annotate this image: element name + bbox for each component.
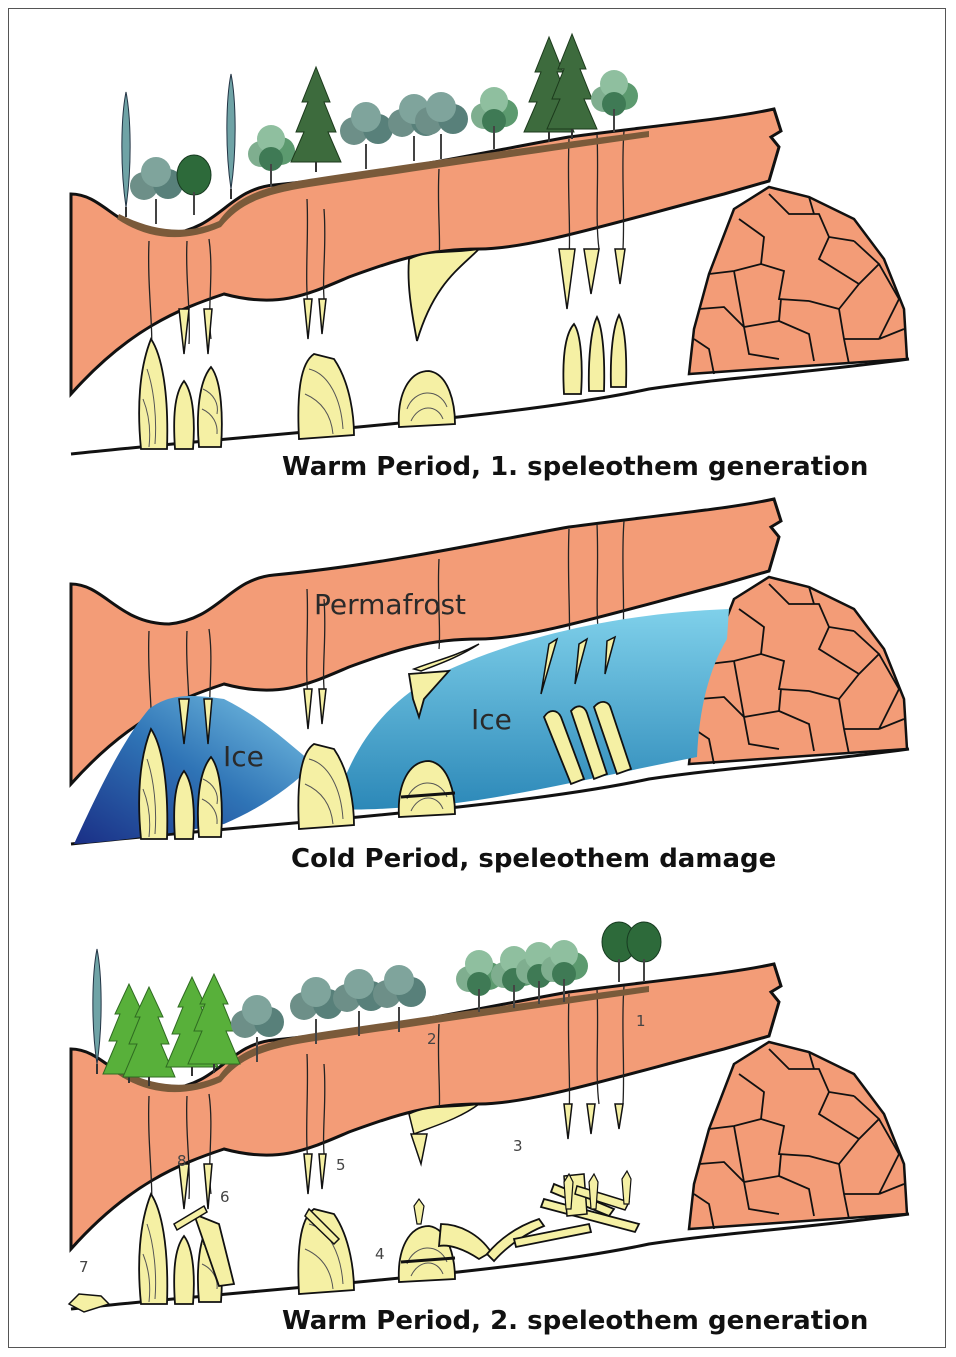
panel-warm-period-1: Warm Period, 1. speleothem generation: [71, 34, 909, 482]
panel-cold-period: Permafrost Ice Ice Cold Period, speleoth…: [71, 499, 909, 874]
ice-label-right: Ice: [471, 703, 512, 736]
figure-frame: Warm Period, 1. speleothem generation Pe…: [8, 8, 946, 1348]
stalagmite-columns: [563, 315, 626, 394]
panel-1-caption: Warm Period, 1. speleothem generation: [282, 452, 868, 482]
permafrost-label: Permafrost: [314, 588, 466, 621]
panel-warm-period-2: 1 2 3 4 5 6 7 8 Warm Period, 2. speleoth…: [69, 922, 909, 1336]
marker-2: 2: [427, 1030, 437, 1048]
marker-4: 4: [375, 1245, 385, 1263]
marker-3: 3: [513, 1137, 523, 1155]
marker-7: 7: [79, 1258, 89, 1276]
cave-diagram: Warm Period, 1. speleothem generation Pe…: [9, 9, 947, 1349]
marker-1: 1: [636, 1012, 646, 1030]
ice-label-left: Ice: [223, 740, 264, 773]
marker-5: 5: [336, 1156, 346, 1174]
panel-2-caption: Cold Period, speleothem damage: [291, 844, 776, 874]
panel-3-caption: Warm Period, 2. speleothem generation: [282, 1306, 868, 1336]
marker-6: 6: [220, 1188, 230, 1206]
marker-8: 8: [177, 1152, 187, 1170]
flowstone-curtain: [408, 249, 479, 341]
